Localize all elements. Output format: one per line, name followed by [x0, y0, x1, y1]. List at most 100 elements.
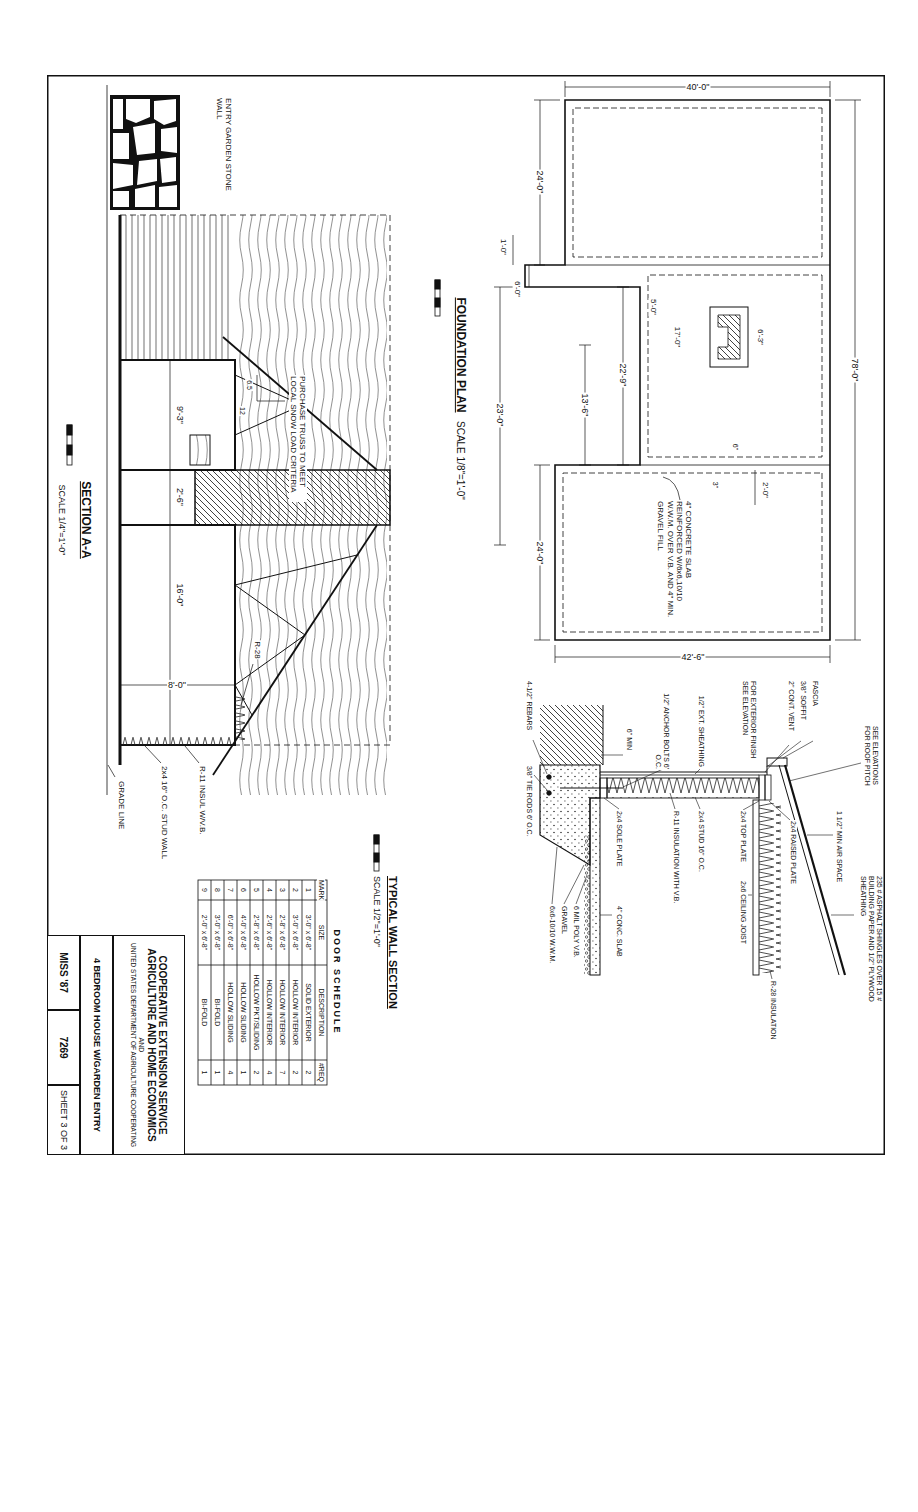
table-cell: 1	[239, 1070, 247, 1076]
table-cell: HOLLOW INTERIOR	[265, 979, 273, 1047]
title-text: MISS '87	[58, 952, 70, 993]
drawing-label: 24'-0"	[535, 541, 545, 566]
table-cell: HOLLOW SLIDING	[226, 981, 234, 1043]
table-cell: 1	[304, 887, 312, 893]
table-cell: 4	[226, 1070, 234, 1076]
drawing-label: 1 1/2" MIN AIR SPACE	[835, 810, 843, 883]
drawing-label: 22'-9"	[618, 363, 628, 388]
table-cell: 1	[213, 1070, 221, 1076]
drawing-label: 3"	[711, 481, 719, 489]
drawing-label: ENTRY GARDEN STONE WALL	[215, 97, 233, 209]
drawing-label: 2'-6"	[175, 487, 185, 507]
drawing-label: 2x4 16" O.C. STUD WALL	[160, 765, 169, 860]
drawing-label: GRAVEL	[560, 905, 568, 935]
drawing-label: 1/2" ANCHOR BOLTS 6' O.C.	[654, 683, 670, 770]
table-cell: 2'-6" x 6'-8"	[265, 914, 273, 951]
drawing-label: R-11 INSUL W/V.B.	[198, 765, 207, 836]
title-text: SHEET 3 OF 3	[58, 1090, 68, 1150]
table-cell: DESCRIPTION	[317, 988, 325, 1038]
table-cell: HOLLOW INTERIOR	[278, 979, 286, 1047]
title-text: UNITED STATES DEPARTMENT OF AGRICULTURE …	[130, 943, 137, 1147]
drawing-label: 1'-0"	[498, 238, 507, 256]
drawing-label: 16'-0"	[175, 583, 185, 608]
table-cell: BI-FOLD	[213, 998, 221, 1028]
table-cell: 6	[239, 887, 247, 893]
title-block-cell: MISS '87	[47, 935, 80, 1010]
drawing-label: 2x4 TOP PLATE	[739, 810, 747, 863]
table-cell: HOLLOW INTERIOR	[291, 979, 299, 1047]
table-cell: MARK	[317, 879, 325, 901]
drawing-label: R-11 INSULATION WITH V.B.	[672, 810, 680, 904]
drawing-label: 40'-0"	[686, 82, 711, 92]
drawing-label: 17'-0"	[672, 326, 681, 348]
view-title: SECTION A-A	[78, 480, 92, 560]
drawing-label: 24'-0"	[535, 170, 545, 195]
drawing-label: FASCIA	[811, 680, 819, 707]
drawing-label: GRADE LINE	[117, 780, 126, 830]
drawing-label: 6x6-10/10 W.W.M.	[548, 905, 556, 964]
drawing-label: 1/2" EXT. SHEATHING	[697, 695, 705, 768]
drawing-label: 13'-6"	[580, 393, 590, 418]
drawing-sheet: 40'-0"78'-0"24'-0"1'-0"6'-0"5'-0"17'-0"2…	[47, 75, 885, 1155]
drawing-label: 6'-3"	[755, 328, 764, 346]
drawing-label: 2" CONT. VENT	[787, 680, 795, 732]
table-cell: 2	[291, 1070, 299, 1076]
table-cell: 4'-0" x 6'-8"	[239, 914, 247, 951]
drawing-label: SEE ELEVATIONS FOR ROOF PITCH	[863, 725, 879, 802]
table-cell: 9	[200, 887, 208, 893]
drawing-label: 6.5	[245, 379, 253, 391]
drawing-label: 2x4 SOLE PLATE	[615, 810, 623, 868]
drawing-label: 4" CONC. SLAB	[615, 905, 623, 958]
title-block-cell: COOPERATIVE EXTENSION SERVICE AGRICULTUR…	[113, 935, 185, 1155]
table-cell: 5	[252, 887, 260, 893]
drawing-label: 6'-0"	[512, 280, 521, 298]
table-cell: 7	[226, 887, 234, 893]
drawing-label: 2x4 STUD 16" O.C.	[697, 810, 705, 873]
table-cell: 2'-0" x 6'-8"	[200, 914, 208, 951]
drawing-label: SCALE 1/8"=1'-0"	[455, 420, 467, 501]
drawing-label: 23'-0"	[495, 403, 505, 428]
drawing-label: 4-1/2" REBARS	[525, 680, 533, 731]
table-cell: #REQ	[317, 1062, 325, 1083]
title-block-cell: 4 BEDROOM HOUSE W/GARDEN ENTRY	[80, 935, 113, 1155]
table-cell: 4	[265, 1070, 273, 1076]
drawing-label: 4" CONCRETE SLAB REINFORCED W/6x6,10/10 …	[656, 500, 693, 627]
table-cell: SIZE	[317, 924, 325, 942]
title-block-cell: SHEET 3 OF 3	[47, 1085, 80, 1155]
drawing-label: 6" MIN	[625, 728, 633, 751]
drawing-label: 78'-0"	[850, 358, 860, 383]
table-cell: 4	[265, 887, 273, 893]
table-cell: 2'-8" x 6'-8"	[252, 914, 260, 951]
title-text: COOPERATIVE EXTENSION SERVICE AGRICULTUR…	[145, 940, 168, 1150]
title-text: 7269	[58, 1036, 70, 1058]
table-cell: 2	[304, 1070, 312, 1076]
table-cell: 3'-0" x 6'-8"	[304, 914, 312, 951]
drawing-label: 5'-0"	[648, 298, 657, 316]
table-cell: 7	[278, 1070, 286, 1076]
table-cell: SOLID EXTERIOR	[304, 982, 312, 1043]
drawing-label: 6 MIL POLY V.B.	[572, 905, 580, 959]
drawing-label: DOOR SCHEDULE	[332, 928, 342, 1035]
table-cell: 2	[291, 887, 299, 893]
table-cell: 8	[213, 887, 221, 893]
drawing-label: R-28 INSULATION	[769, 980, 777, 1041]
table-cell: 1	[200, 1070, 208, 1076]
drawing-label: 12	[238, 406, 246, 416]
drawing-label: 2'-0"	[760, 481, 769, 499]
title-text: 4 BEDROOM HOUSE W/GARDEN ENTRY	[91, 958, 101, 1132]
drawing-label: 3/8" SOFFIT	[799, 680, 807, 721]
drawing-label: 9'-3"	[175, 405, 185, 425]
drawing-label: SCALE 1/2"=1'-0"	[372, 875, 382, 948]
drawing-label: 2x4 RAISED PLATE	[789, 820, 797, 885]
table-cell: 3	[278, 887, 286, 893]
table-cell: 6'-0" x 6'-8"	[226, 914, 234, 951]
view-title: TYPICAL WALL SECTION	[386, 875, 399, 1010]
table-cell: 3'-0" x 6'-8"	[291, 914, 299, 951]
drawing-label: FOR EXTERIOR FINISH SEE ELEVATION	[741, 680, 757, 770]
drawing-label: 8'-0"	[167, 680, 187, 690]
drawing-label: SCALE 1/4"=1'-0"	[57, 484, 67, 557]
drawing-label: R-28	[252, 640, 261, 659]
table-cell: HOLLOW PKT/SLIDING	[252, 974, 260, 1052]
table-cell: 2	[252, 1070, 260, 1076]
drawing-label: 3/8" TIE RODS 6' O.C.	[525, 765, 533, 838]
